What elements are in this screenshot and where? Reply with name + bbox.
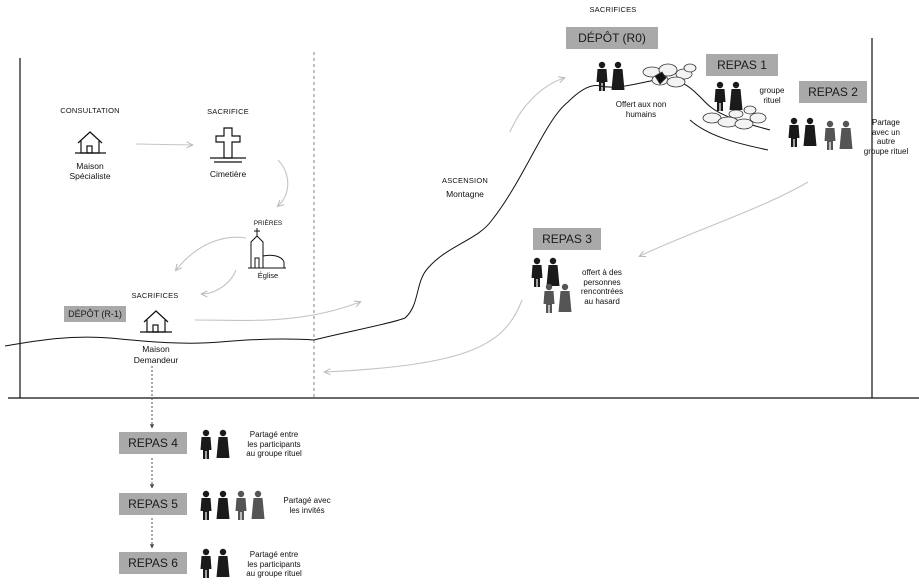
- person-silhouette-icon: [714, 81, 726, 111]
- person-silhouette-icon: [531, 257, 543, 287]
- note-line: autre: [876, 137, 896, 147]
- note-line: offert à des: [582, 268, 622, 277]
- note-offert-hasard: offert à des personnes rencontrées au ha…: [572, 268, 632, 306]
- note-line: Partagé entre: [249, 550, 299, 559]
- house-label-line1: Maison: [142, 344, 170, 354]
- consultation-title: CONSULTATION: [60, 106, 120, 115]
- grave-cross-icon: [210, 127, 246, 163]
- person-silhouette-icon: [611, 61, 625, 90]
- note-line: les participants: [247, 439, 301, 449]
- person-group-repas4: [200, 429, 230, 459]
- note-line: humains: [625, 109, 657, 119]
- cemetery-label: Cimetière: [209, 169, 247, 179]
- sacrifices-top-title: SACRIFICES: [589, 5, 637, 14]
- offering-heap-icon: [702, 105, 767, 130]
- person-group-repas5: [200, 490, 265, 520]
- note-line: au groupe rituel: [246, 449, 302, 459]
- consultation-place-line1: Maison: [76, 161, 104, 171]
- note-line: Partage: [871, 118, 901, 127]
- note-offert-non-humains: Offert aux non humains: [608, 100, 674, 119]
- sacrifices-house-title: SACRIFICES: [131, 291, 179, 300]
- person-group-repas6: [200, 548, 230, 578]
- person-silhouette-icon: [543, 283, 555, 313]
- person-silhouette-icon: [803, 117, 817, 146]
- prayers-title: PRIÈRES: [253, 220, 283, 227]
- arrow-ascension: [509, 78, 564, 133]
- note-line: rencontrées: [580, 287, 624, 297]
- sacrifice-title: SACRIFICE: [207, 107, 249, 116]
- arrow-house-to-mountain: [194, 302, 360, 322]
- frame-lines: [8, 38, 919, 399]
- ground-wavy-line: [4, 336, 315, 347]
- box-repas3: REPAS 3: [533, 228, 601, 250]
- arrow-prieres-loop: [202, 269, 237, 294]
- person-silhouette-icon: [824, 120, 836, 150]
- church-label: Église: [257, 271, 279, 280]
- person-group-repas2: [788, 117, 853, 150]
- person-silhouette-icon: [200, 429, 212, 459]
- arrow-repas2-to-repas3: [640, 181, 809, 256]
- note-line: personnes: [583, 277, 621, 287]
- person-silhouette-icon: [200, 548, 212, 578]
- church-icon: [248, 228, 286, 269]
- note-repas5: Partagé avec les invités: [272, 496, 342, 515]
- arrow-prieres-to-house: [176, 236, 247, 270]
- note-line: rituel: [763, 95, 781, 105]
- note-line: groupe: [759, 86, 785, 95]
- box-repas1: REPAS 1: [706, 54, 778, 76]
- note-line: au hasard: [584, 296, 620, 306]
- consultation-place-line2: Spécialiste: [69, 171, 111, 181]
- box-repas2: REPAS 2: [799, 81, 867, 103]
- person-silhouette-icon: [200, 490, 212, 520]
- note-repas6: Partagé entre les participants au groupe…: [236, 550, 312, 579]
- note-line: Partagé entre: [249, 430, 299, 439]
- note-line: les participants: [247, 559, 301, 569]
- person-silhouette-icon: [788, 117, 800, 147]
- house-icon: [75, 131, 106, 154]
- note-line: au groupe rituel: [246, 569, 302, 579]
- arrow-sacrifice-to-prieres: [278, 159, 289, 206]
- person-silhouette-icon: [235, 490, 247, 520]
- box-repas5: REPAS 5: [119, 493, 187, 515]
- person-group-repas3: [531, 257, 572, 313]
- note-line: avec un: [871, 127, 901, 137]
- mountain-label: Montagne: [446, 189, 484, 199]
- person-group-repas1: [714, 81, 743, 111]
- box-repas4: REPAS 4: [119, 432, 187, 454]
- mountain-path: [313, 78, 771, 341]
- box-repas6: REPAS 6: [119, 552, 187, 574]
- box-depot-r1: DÉPÔT (R-1): [64, 306, 126, 322]
- note-line: groupe rituel: [863, 146, 909, 156]
- person-silhouette-icon: [546, 257, 560, 286]
- person-silhouette-icon: [839, 120, 853, 149]
- person-silhouette-icon: [216, 429, 230, 458]
- flow-arrows: [135, 78, 809, 372]
- note-groupe-rituel: groupe rituel: [752, 86, 792, 105]
- note-repas4: Partagé entre les participants au groupe…: [236, 430, 312, 459]
- arrow-repas3-to-return: [325, 299, 523, 372]
- note-line: Partagé avec: [283, 496, 331, 505]
- person-silhouette-icon: [729, 81, 743, 110]
- person-silhouette-icon: [558, 283, 572, 312]
- person-silhouette-icon: [216, 490, 230, 519]
- person-silhouette-icon: [216, 548, 230, 577]
- person-silhouette-icon: [251, 490, 265, 519]
- box-depot-r0: DÉPÔT (R0): [566, 27, 658, 49]
- note-line: les invités: [289, 505, 325, 515]
- arrow-consultation-to-sacrifice: [135, 144, 192, 145]
- offering-heap-icon: [642, 63, 697, 88]
- house-label-line2: Demandeur: [133, 355, 179, 365]
- note-line: Offert aux non: [615, 100, 667, 109]
- house-icon: [140, 310, 172, 333]
- ascension-title: ASCENSION: [442, 176, 488, 185]
- note-partage-autre-groupe: Partage avec un autre groupe rituel: [856, 118, 916, 156]
- mountain-spur: [689, 119, 769, 151]
- terrain: [4, 78, 771, 347]
